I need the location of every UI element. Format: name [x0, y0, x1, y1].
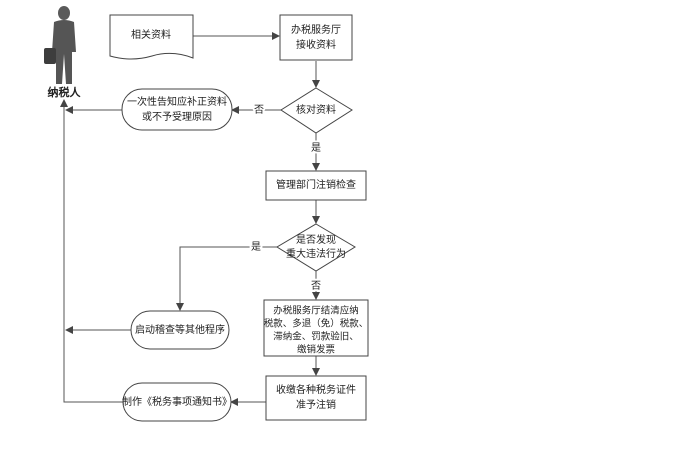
arrow-violation-yes: [176, 246, 277, 311]
node-hall-receive-line1: 办税服务厅: [291, 23, 341, 36]
edge-label-violation-yes: 是: [251, 241, 261, 253]
taxpayer-figure-icon: [44, 6, 76, 84]
node-collect-line1: 收缴各种税务证件: [276, 383, 356, 396]
node-violation-line1: 是否发现: [296, 233, 336, 246]
node-issue-notice: 制作《税务事项通知书》: [122, 382, 232, 422]
node-audit-procedure: 启动稽查等其他程序: [130, 310, 230, 350]
node-issue-notice-label: 制作《税务事项通知书》: [122, 395, 232, 408]
node-notify-line1: 一次性告知应补正资料: [127, 95, 227, 108]
node-violation-line2: 重大违法行为: [286, 247, 346, 260]
node-collect-certificates: 收缴各种税务证件 准予注销: [265, 375, 367, 421]
node-collect-line2: 准予注销: [296, 398, 336, 411]
node-check-docs-label: 核对资料: [296, 103, 336, 116]
node-hall-receive: 办税服务厅 接收资料: [279, 14, 353, 61]
taxpayer-label: 纳税人: [48, 85, 82, 99]
node-settle-line4: 缴销发票: [297, 344, 336, 356]
edge-label-violation-no: 否: [311, 280, 321, 292]
node-documents: 相关资料: [109, 14, 194, 60]
node-settle-line1: 办税服务厅结清应纳: [273, 305, 359, 317]
node-major-violation: 是否发现 重大违法行为: [276, 223, 356, 272]
node-notify-or-reject: 一次性告知应补正资料 或不予受理原因: [121, 88, 233, 131]
node-notify-line2: 或不予受理原因: [142, 111, 212, 123]
node-settle: 办税服务厅结清应纳 税款、多退（免）税款、 滞纳金、罚款验旧、 缴销发票: [263, 299, 369, 357]
node-hall-receive-line2: 接收资料: [296, 38, 336, 51]
edge-label-check-no: 否: [254, 104, 264, 116]
node-audit-label: 启动稽查等其他程序: [135, 323, 225, 336]
node-settle-line3: 滞纳金、罚款验旧、: [273, 331, 359, 343]
arrow-notice-to-taxpayer: [60, 99, 123, 403]
edge-label-check-yes: 是: [311, 142, 321, 154]
node-cancel-check: 管理部门注销检查: [265, 170, 367, 201]
node-settle-line2: 税款、多退（免）税款、: [264, 318, 369, 330]
node-check-docs: 核对资料: [280, 87, 353, 134]
node-cancel-check-label: 管理部门注销检查: [276, 178, 356, 191]
connectors: [60, 32, 320, 406]
node-documents-label: 相关资料: [131, 28, 171, 41]
